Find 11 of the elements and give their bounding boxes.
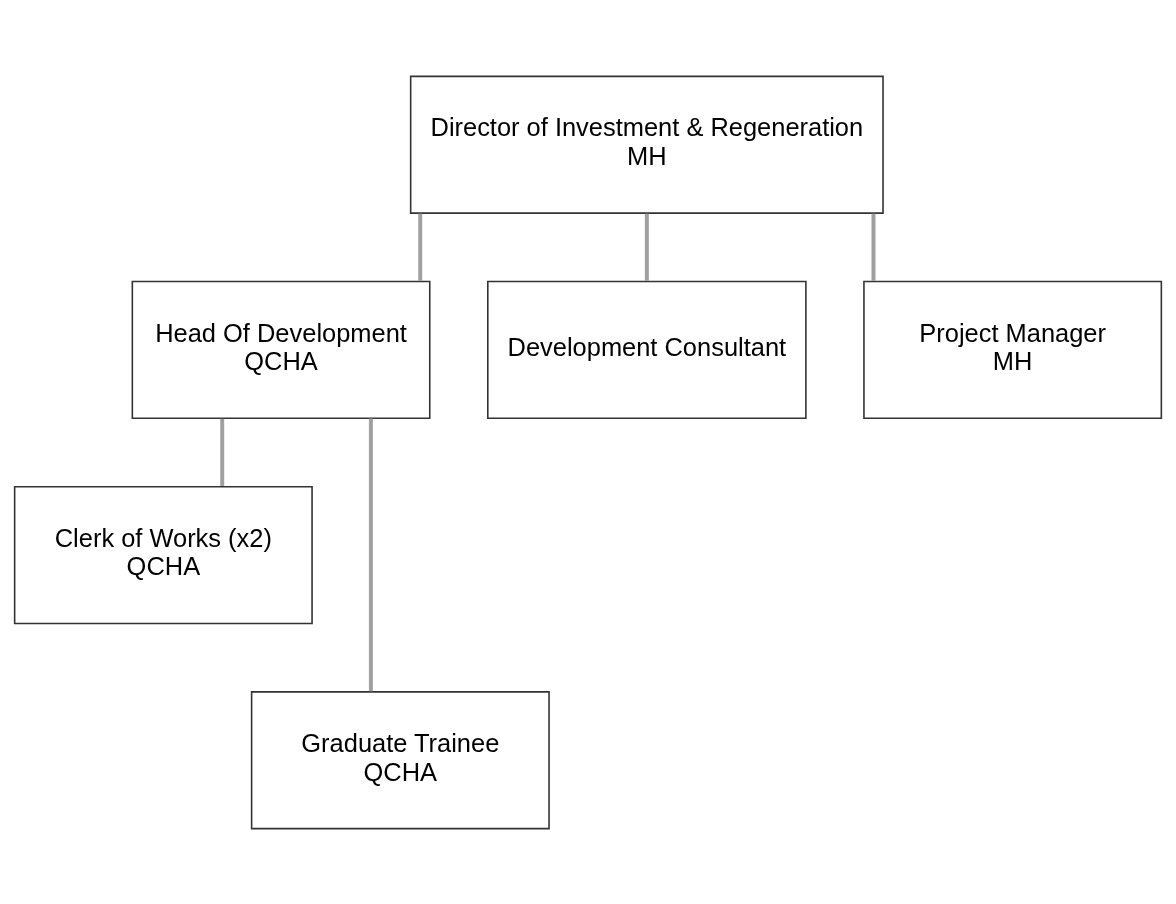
connector: [871, 213, 876, 281]
node-box: Head Of Development QCHA: [131, 280, 431, 419]
connector: [220, 418, 225, 486]
connector: [644, 213, 649, 281]
connector: [368, 418, 373, 691]
node-box: Director of Investment & Regeneration MH: [409, 75, 884, 214]
node-box: Clerk of Works (x2) QCHA: [13, 485, 313, 624]
connector: [418, 213, 423, 281]
node-box: Graduate Trainee QCHA: [250, 690, 550, 829]
node-box: Development Consultant: [487, 280, 807, 419]
node-box: Project Manager MH: [863, 280, 1163, 419]
